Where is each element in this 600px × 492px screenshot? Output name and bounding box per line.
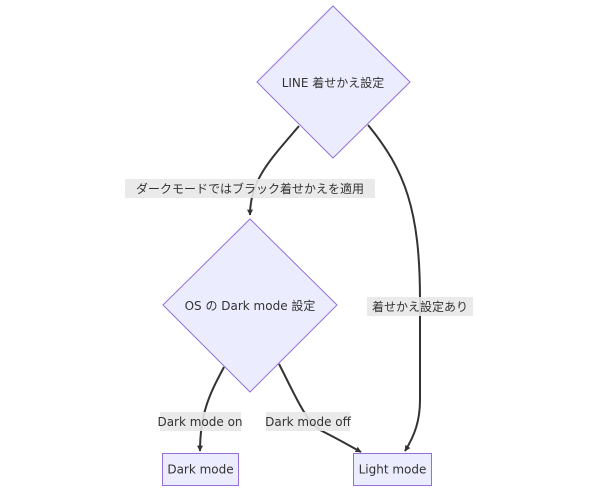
edge-label-theme-set: 着せかえ設定あり	[367, 297, 473, 316]
node-label: LINE 着せかえ設定	[282, 75, 385, 90]
edge-line-setting-to-light-mode	[367, 124, 421, 452]
nodes: LINE 着せかえ設定 OS の Dark mode 設定 Dark mode …	[162, 5, 432, 486]
edge-label-text: ダークモードではブラック着せかえを適用	[136, 181, 364, 196]
process-box	[162, 453, 239, 486]
edge-os-setting-to-light-mode	[278, 363, 362, 453]
node-light-mode[interactable]: Light mode	[353, 453, 432, 486]
node-dark-mode[interactable]: Dark mode	[162, 453, 239, 486]
process-box	[353, 453, 432, 486]
decision-diamond	[162, 218, 338, 393]
node-os-dark-mode-setting[interactable]: OS の Dark mode 設定	[162, 218, 338, 393]
node-line-theme-setting[interactable]: LINE 着せかえ設定	[256, 5, 411, 159]
edge-os-setting-to-dark-mode	[197, 366, 225, 452]
edge-label-background	[266, 412, 350, 431]
node-label: Light mode	[359, 463, 427, 477]
node-label: Dark mode	[167, 463, 233, 477]
edge-label-background	[160, 412, 241, 431]
edge-label-dark-mode-off: Dark mode off	[265, 412, 352, 431]
edge-label-text: Dark mode on	[157, 415, 242, 429]
edge-label-text: Dark mode off	[265, 415, 351, 429]
edge-labels: ダークモードではブラック着せかえを適用 着せかえ設定あり Dark mode o…	[125, 179, 473, 431]
edge-label-dark-mode-on: Dark mode on	[157, 412, 243, 431]
edges	[197, 124, 421, 453]
edge-label-text: 着せかえ設定あり	[372, 299, 468, 314]
edge-label-background	[125, 179, 375, 198]
edge-line-setting-to-os-setting	[247, 125, 300, 216]
decision-diamond	[256, 5, 411, 159]
edge-label-background	[367, 297, 473, 316]
node-label: OS の Dark mode 設定	[185, 298, 316, 313]
edge-label-apply-black-theme: ダークモードではブラック着せかえを適用	[125, 179, 375, 198]
